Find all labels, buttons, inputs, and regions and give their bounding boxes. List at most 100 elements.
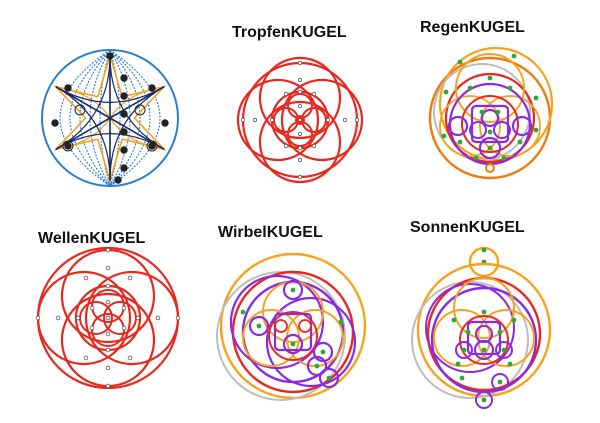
wellen-title: WellenKUGEL — [38, 230, 146, 247]
wellen-node — [75, 315, 81, 321]
star-node — [120, 74, 128, 82]
purple-ring-left — [447, 115, 469, 137]
red-ring-mid — [270, 90, 330, 150]
wellen-node — [105, 383, 111, 389]
green-dot — [320, 349, 326, 355]
wellen-node — [135, 315, 141, 321]
star-node — [106, 52, 114, 60]
red-ring-small-left — [273, 107, 299, 133]
green-dot — [481, 397, 487, 403]
star-node — [120, 164, 128, 172]
tropfen-node — [297, 131, 303, 137]
red-ring-right — [84, 270, 180, 366]
orange-ring-left — [439, 95, 501, 157]
purple-ring-a — [282, 279, 304, 301]
orange-ring-top — [453, 277, 515, 339]
wellen-node — [55, 315, 61, 321]
green-dot — [465, 329, 471, 335]
star-node — [120, 146, 128, 154]
purple-ring-right — [511, 115, 533, 137]
star-node-ring — [62, 140, 74, 152]
wirbel-diagram — [216, 252, 367, 401]
green-dot — [533, 95, 539, 101]
wellen-node — [127, 355, 133, 361]
tropfen-node — [297, 89, 303, 95]
wellen-node — [175, 315, 181, 321]
purple-ring-shift-b — [265, 296, 357, 388]
star-sphere-diagram — [41, 49, 179, 187]
purple-ring-br — [491, 373, 509, 391]
star-node — [148, 84, 156, 92]
star-node — [120, 92, 128, 100]
purple-ring-e — [306, 355, 328, 377]
regen-title: RegenKUGEL — [420, 19, 525, 36]
regen-diagram — [428, 46, 554, 180]
green-dot — [495, 109, 501, 115]
wellen-node — [105, 347, 111, 353]
tropfen-diagram — [236, 56, 364, 184]
wellen-node — [105, 247, 111, 253]
tropfen-title: TropfenKUGEL — [232, 24, 347, 41]
tropfen-node — [297, 145, 303, 151]
red-ring-inner — [461, 95, 519, 153]
wellen-node — [89, 305, 95, 311]
orange-ring-right — [479, 95, 541, 157]
wirbel-title: WirbelKUGEL — [218, 224, 323, 241]
navy-star-lines — [55, 55, 165, 181]
meridian-curve — [99, 49, 111, 187]
wellen-node — [105, 265, 111, 271]
green-dot — [338, 319, 344, 325]
tropfen-node — [297, 174, 303, 180]
gray-ring — [433, 63, 531, 161]
green-dot — [507, 85, 513, 91]
purple-ring-c — [282, 333, 304, 355]
orange-petal — [55, 86, 111, 119]
purple-ring-bottom — [475, 391, 493, 409]
green-dot — [497, 379, 503, 385]
red-ring-c1 — [274, 319, 288, 333]
green-dot — [457, 59, 463, 65]
purple-ring-f — [318, 367, 340, 389]
wellen-node — [105, 365, 111, 371]
green-dot — [481, 309, 487, 315]
star-node-ring — [146, 140, 158, 152]
green-dot — [457, 139, 463, 145]
green-dot — [314, 363, 320, 369]
purple-ring-d — [312, 341, 334, 363]
meridian-curve — [109, 49, 121, 187]
green-dot — [501, 155, 507, 161]
purple-ring-shift-a — [229, 274, 325, 370]
wellen-node — [105, 331, 111, 337]
meridian-curve — [79, 49, 111, 187]
red-ring-bottom — [258, 100, 342, 184]
wellen-node — [83, 275, 89, 281]
red-ring-right — [280, 78, 364, 162]
wellen-node — [105, 315, 111, 321]
green-dot — [443, 89, 449, 95]
red-ring-left — [36, 270, 132, 366]
green-dot — [467, 85, 473, 91]
purple-ring-top — [475, 325, 493, 343]
green-dot — [487, 75, 493, 81]
red-ring-small-right — [301, 107, 327, 133]
green-dot — [487, 129, 493, 135]
purple-ring-right — [495, 341, 513, 359]
tropfen-node — [342, 117, 348, 123]
green-dot — [511, 53, 517, 59]
red-ring-c2 — [298, 319, 312, 333]
orange-petal — [109, 86, 165, 119]
green-dot — [501, 347, 507, 353]
purple-square — [466, 320, 502, 356]
red-ring-inner — [268, 311, 318, 361]
star-node — [120, 128, 128, 136]
tropfen-node — [311, 91, 317, 97]
tropfen-node — [297, 77, 303, 83]
orange-petal — [109, 117, 165, 150]
green-dot — [511, 317, 517, 323]
purple-ring-left — [455, 341, 473, 359]
star-node — [148, 142, 156, 150]
wellen-node — [155, 315, 161, 321]
wellen-node — [127, 275, 133, 281]
green-dot — [487, 145, 493, 151]
